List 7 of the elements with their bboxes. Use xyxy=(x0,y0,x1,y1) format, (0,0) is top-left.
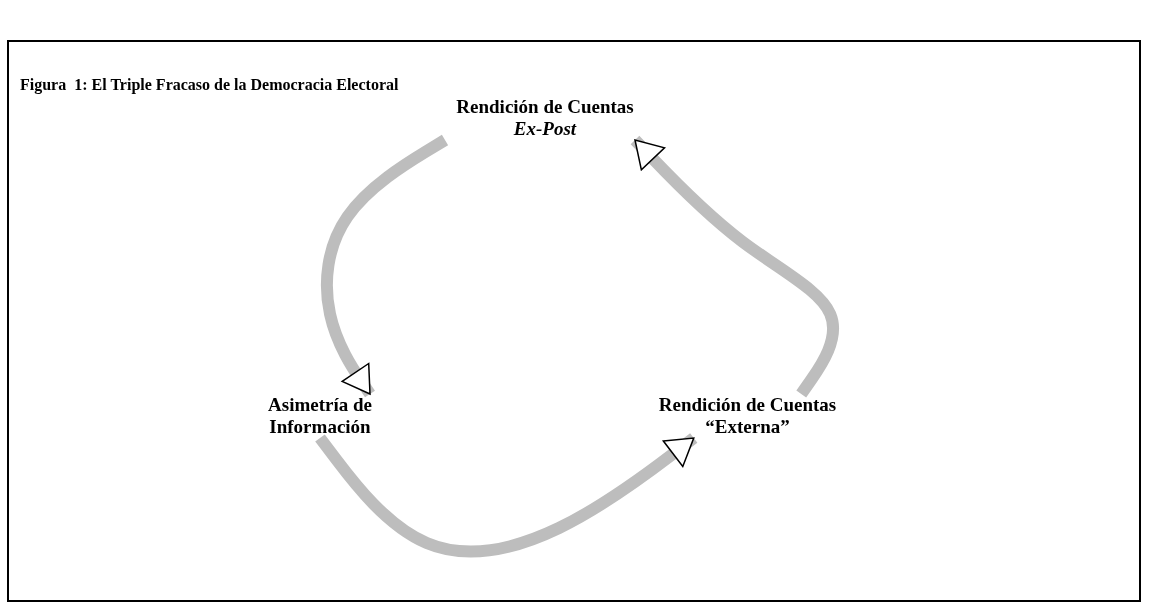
node-label: Rendición de Cuentas “Externa” xyxy=(640,394,855,438)
figure-title: Figura 1: El Triple Fracaso de la Democracia Electoral xyxy=(20,76,399,94)
node-label: Asimetría de Información xyxy=(220,394,420,438)
curved-arrow xyxy=(320,134,449,398)
curved-arrow xyxy=(630,135,839,398)
node-label: Rendición de Cuentas Ex-Post xyxy=(445,96,645,140)
curved-arrow xyxy=(315,433,698,558)
